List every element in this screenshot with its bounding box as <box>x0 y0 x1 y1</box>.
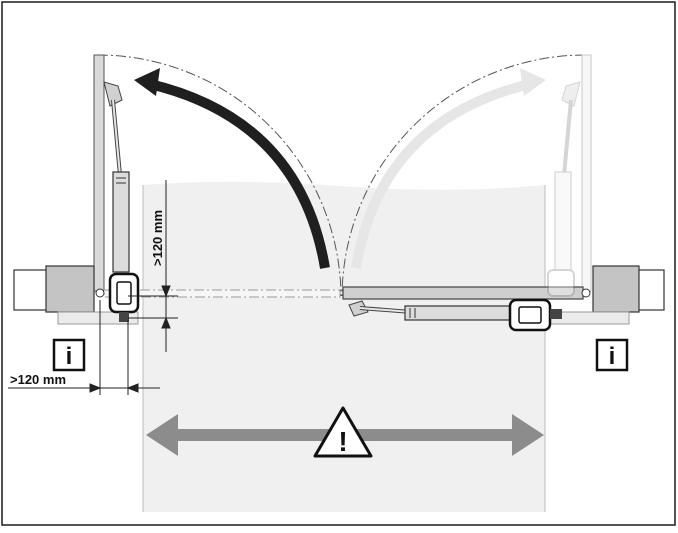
horizontal-clearance-label: >120 mm <box>10 372 66 387</box>
right-actuator-ghost <box>547 81 581 297</box>
right-gate-open-leaf-ghost <box>581 54 592 292</box>
info-icon-left-glyph: i <box>66 343 73 370</box>
info-icon-right: i <box>595 338 629 372</box>
vertical-clearance-dimension <box>128 180 178 352</box>
driveway <box>142 181 546 512</box>
right-actuator <box>348 288 591 332</box>
left-opening-arrow <box>134 68 330 269</box>
left-pillar <box>13 265 139 325</box>
right-opening-arrow-ghost <box>351 68 546 269</box>
left-gate-open-leaf <box>93 54 105 292</box>
left-actuator <box>95 81 140 322</box>
right-pillar <box>544 265 665 325</box>
info-icon-left: i <box>52 338 86 372</box>
vertical-clearance-label: >120 mm <box>150 210 165 266</box>
warning-glyph: ! <box>338 426 347 457</box>
horizontal-clearance-dimension <box>8 300 160 395</box>
info-icon-right-glyph: i <box>609 343 616 370</box>
warning-triangle-icon: ! <box>313 406 373 458</box>
swing-arcs <box>97 54 586 297</box>
